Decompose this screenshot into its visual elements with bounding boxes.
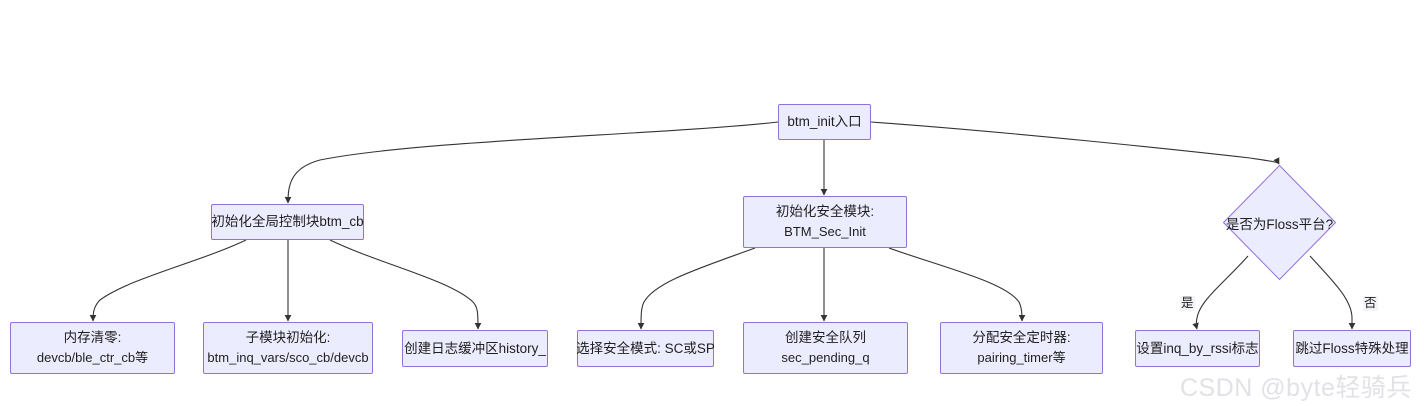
node-sec-init-line2: BTM_Sec_Init xyxy=(784,224,866,239)
node-skip-floss-handling[interactable]: 跳过Floss特殊处理 xyxy=(1293,330,1411,367)
node-start[interactable]: btm_init入口 xyxy=(778,104,871,140)
node-allocate-security-timer[interactable]: 分配安全定时器: pairing_timer等 xyxy=(940,322,1103,374)
node-create-log-buffer[interactable]: 创建日志缓冲区history_ xyxy=(402,330,548,367)
node-secmode-line1: 选择安全模式: SC或SP xyxy=(576,340,715,356)
edge-sec_init-to-sectimer xyxy=(888,247,1026,322)
edge-start-to-is_floss xyxy=(870,121,1280,165)
node-submodule-line2: btm_inq_vars/sco_cb/devcb xyxy=(207,350,369,365)
node-init-cb-line1: 初始化全局控制块btm_cb xyxy=(211,214,364,229)
node-select-security-mode[interactable]: 选择安全模式: SC或SP xyxy=(576,330,715,367)
edge-label-yes: 是 xyxy=(1180,296,1195,311)
edge-sec_init-to-secmode xyxy=(637,247,756,330)
node-start-line1: btm_init入口 xyxy=(787,114,862,129)
node-set-inq-by-rssi-flag[interactable]: 设置inq_by_rssi标志 xyxy=(1135,330,1260,367)
edge-label-no: 否 xyxy=(1363,296,1378,311)
node-memzero-line2: devcb/ble_ctr_cb等 xyxy=(36,350,149,365)
edge-init_cb-to-logbuf xyxy=(329,239,482,330)
node-skip-floss-line1: 跳过Floss特殊处理 xyxy=(1295,340,1409,356)
node-sectimer-line1: 分配安全定时器: xyxy=(972,330,1071,345)
node-sectimer-line2: pairing_timer等 xyxy=(977,350,1066,365)
node-init-global-control-block[interactable]: 初始化全局控制块btm_cb xyxy=(211,204,364,240)
node-submodule-line1: 子模块初始化: xyxy=(245,330,331,345)
watermark: CSDN @byte轻骑兵 xyxy=(1180,374,1412,402)
node-secqueue-line1: 创建安全队列 xyxy=(785,330,866,345)
node-logbuf-line1: 创建日志缓冲区history_ xyxy=(404,340,546,356)
node-init-security-module[interactable]: 初始化安全模块: BTM_Sec_Init xyxy=(743,196,907,248)
node-is-floss-label: 是否为Floss平台? xyxy=(1225,216,1334,232)
node-set-rssi-line1: 设置inq_by_rssi标志 xyxy=(1136,340,1259,356)
node-submodule-init[interactable]: 子模块初始化: btm_inq_vars/sco_cb/devcb xyxy=(203,322,373,374)
node-memory-zero[interactable]: 内存清零: devcb/ble_ctr_cb等 xyxy=(10,322,175,374)
edge-init_cb-to-memzero xyxy=(89,239,247,322)
node-is-floss-platform-decision[interactable]: 是否为Floss平台? xyxy=(1223,165,1336,280)
node-secqueue-line2: sec_pending_q xyxy=(781,350,870,365)
edge-start-to-init_cb xyxy=(284,121,779,204)
node-sec-init-line1: 初始化安全模块: xyxy=(775,204,875,219)
node-create-security-queue[interactable]: 创建安全队列 sec_pending_q xyxy=(743,322,908,374)
node-memzero-line1: 内存清零: xyxy=(63,330,122,345)
diamond-shape-icon xyxy=(1223,165,1336,280)
